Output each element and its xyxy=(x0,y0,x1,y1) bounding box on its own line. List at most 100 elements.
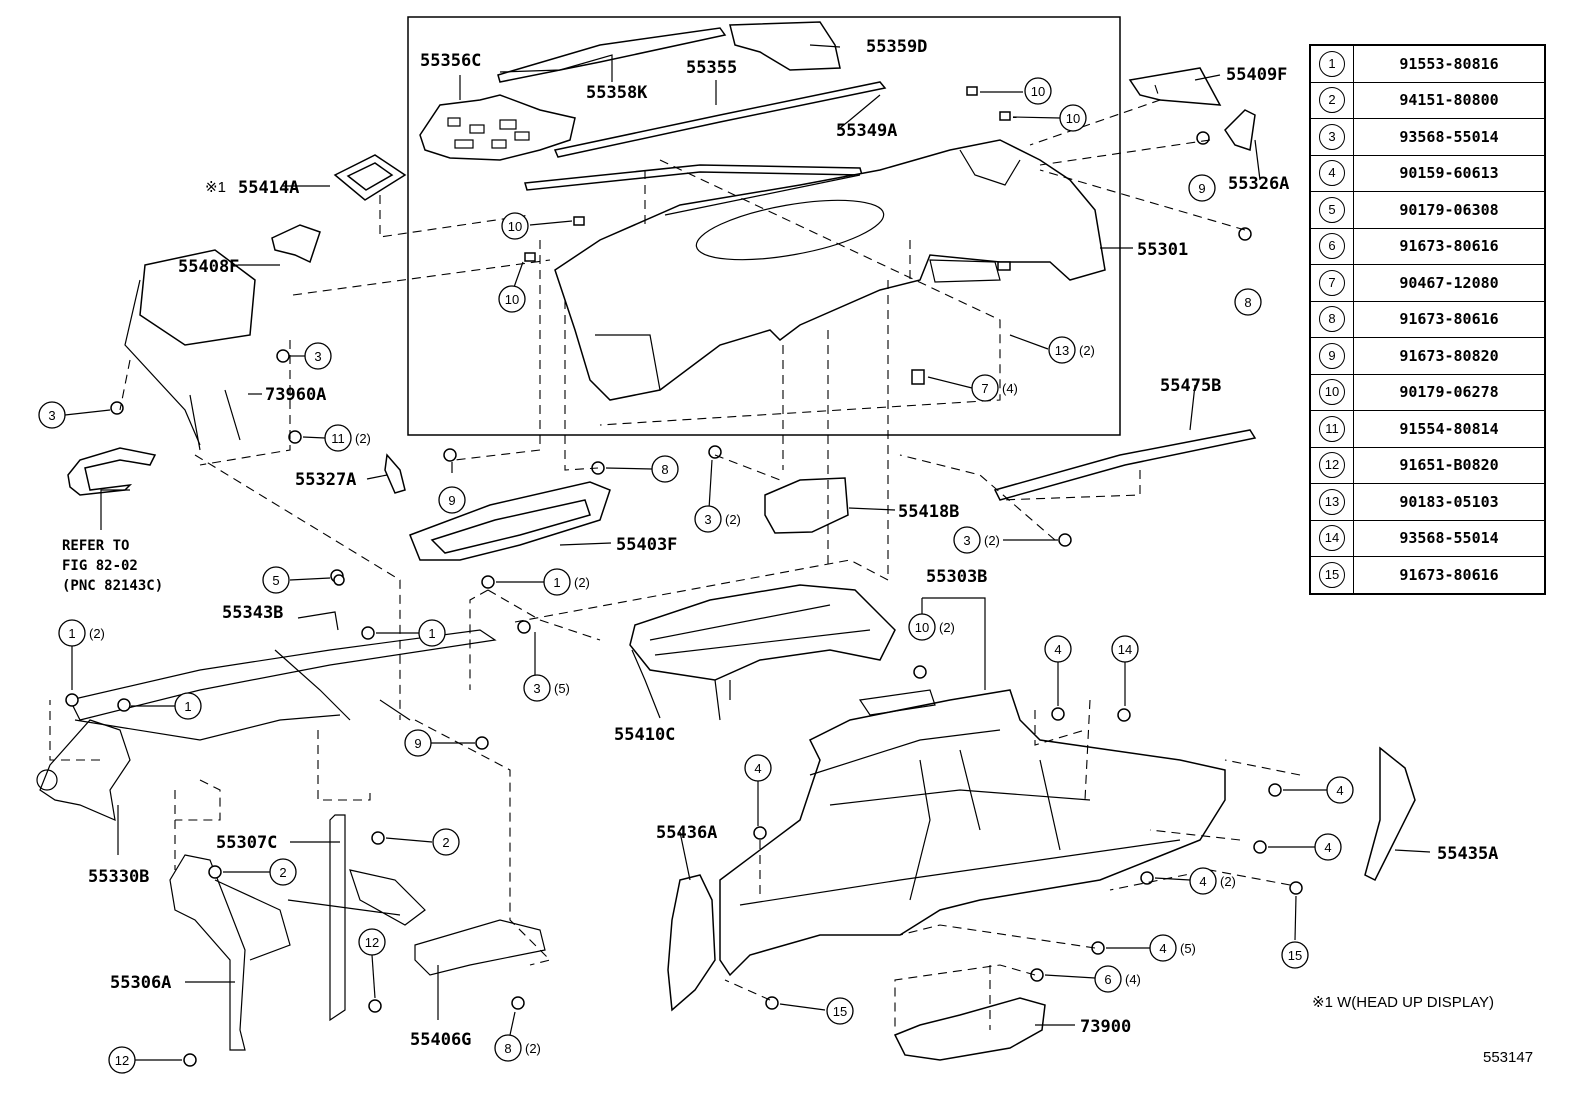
part-55326a-shape xyxy=(1224,109,1256,151)
callout-8: 8(2) xyxy=(494,1034,541,1062)
svg-text:7: 7 xyxy=(981,381,988,396)
part-number-labels: 55356C 55359D 55358K 55355 55349A 55409F… xyxy=(88,37,1498,1050)
callout-10: 10 xyxy=(498,285,526,313)
part-73960a-shape xyxy=(124,249,256,451)
callout-1: 1 xyxy=(174,692,202,720)
part-55356c-shape xyxy=(419,94,576,161)
callout-3: 3(2) xyxy=(694,505,741,533)
svg-text:10: 10 xyxy=(1031,84,1045,99)
fastener-part-number: 90159-60613 xyxy=(1353,154,1546,192)
fastener-part-number: 93568-55014 xyxy=(1353,519,1546,557)
callout-8: 8 xyxy=(651,455,679,483)
svg-text:12: 12 xyxy=(115,1053,129,1068)
callout-7: 7 (4) xyxy=(971,374,1018,402)
svg-text:8: 8 xyxy=(661,462,668,477)
callout-10: 10 xyxy=(1059,104,1087,132)
callout-6: 6(4) xyxy=(1094,965,1141,993)
svg-text:14: 14 xyxy=(1118,642,1132,657)
fastener-index: 10 xyxy=(1309,373,1354,411)
fastener-index-circle: 6 xyxy=(1319,233,1345,260)
footnote: ※1 W(HEAD UP DISPLAY) xyxy=(1312,994,1494,1011)
fastener-index: 7 xyxy=(1309,264,1354,302)
callout-13: 13(2) xyxy=(1048,336,1095,364)
callout-4: 4 xyxy=(1044,635,1072,663)
svg-text:3: 3 xyxy=(533,681,540,696)
fastener-part-number: 90179-06308 xyxy=(1353,191,1546,229)
fastener-part-number: 91673-80616 xyxy=(1353,300,1546,338)
leader-lines xyxy=(64,44,1431,1061)
svg-text:(4): (4) xyxy=(1002,381,1018,396)
svg-text:(2): (2) xyxy=(525,1041,541,1056)
label-73900: 73900 xyxy=(1080,1017,1131,1037)
fastener-index: 12 xyxy=(1309,446,1354,484)
refer-note: REFER TO FIG 82-02 (PNC 82143C) xyxy=(62,538,163,594)
svg-text:(2): (2) xyxy=(725,512,741,527)
clip-10-shape xyxy=(999,111,1011,121)
fastener-row: 8 91673-80616 xyxy=(1309,300,1546,338)
fastener-index-circle: 15 xyxy=(1319,561,1345,588)
callout-4: 4(2) xyxy=(1189,867,1236,895)
part-55327a-shape xyxy=(384,453,406,494)
fastener-index-circle: 2 xyxy=(1319,87,1345,114)
svg-text:3: 3 xyxy=(314,349,321,364)
svg-text:11: 11 xyxy=(331,431,345,446)
fastener-index-circle: 4 xyxy=(1319,160,1345,187)
label-55306a: 55306A xyxy=(110,973,171,993)
svg-text:(2): (2) xyxy=(89,626,105,641)
fastener-index: 11 xyxy=(1309,410,1354,448)
refer-note-line1: REFER TO xyxy=(62,538,129,554)
callout-4: 4 xyxy=(744,754,772,782)
upper-panel-frame xyxy=(407,16,1121,436)
label-55435a: 55435A xyxy=(1437,844,1498,864)
svg-text:1: 1 xyxy=(68,626,75,641)
label-73960a: 73960A xyxy=(265,385,326,405)
part-55435a-shape xyxy=(1364,746,1416,882)
callout-15: 15 xyxy=(1281,941,1309,969)
label-55408f: 55408F xyxy=(178,257,239,277)
fastener-part-number: 91553-80816 xyxy=(1353,44,1546,83)
svg-text:2: 2 xyxy=(442,835,449,850)
fastener-index: 3 xyxy=(1309,118,1354,156)
fastener-part-number: 90467-12080 xyxy=(1353,264,1546,302)
svg-text:(2): (2) xyxy=(1220,874,1236,889)
callout-5: 5 xyxy=(262,566,290,594)
callout-4: 4 xyxy=(1326,776,1354,804)
refer-note-line2: FIG 82-02 xyxy=(62,558,138,574)
label-55356c: 55356C xyxy=(420,51,481,71)
figure-id: 553147 xyxy=(1483,1049,1533,1066)
label-55406g: 55406G xyxy=(410,1030,471,1050)
callout-9: 9 xyxy=(438,486,466,514)
fastener-index-circle: 12 xyxy=(1319,452,1345,479)
fastener-index: 6 xyxy=(1309,227,1354,265)
label-55414a-mark: ※1 xyxy=(205,179,226,196)
part-73900-shape xyxy=(893,997,1046,1061)
fastener-index-circle: 8 xyxy=(1319,306,1345,333)
svg-text:1: 1 xyxy=(428,626,435,641)
svg-text:4: 4 xyxy=(754,761,761,776)
part-55436a-shape xyxy=(667,874,716,1012)
callout-15: 15 xyxy=(826,997,854,1025)
fastener-row: 4 90159-60613 xyxy=(1309,154,1546,192)
label-55414a: 55414A xyxy=(238,178,299,198)
fastener-index-circle: 13 xyxy=(1319,488,1345,515)
part-55406g-shape xyxy=(414,919,546,976)
callouts: 10 10 10 10 9 8 3 3 11(2) 13(2) 7(4) 9 8… xyxy=(38,77,1354,1074)
part-55410c-shape xyxy=(629,584,896,721)
callout-4: 4 xyxy=(1314,833,1342,861)
svg-text:(4): (4) xyxy=(1125,972,1141,987)
clip-13-shape xyxy=(997,261,1011,271)
svg-text:12: 12 xyxy=(365,935,379,950)
fastener-index-circle: 14 xyxy=(1319,525,1345,552)
callout-8: 8 xyxy=(1234,288,1262,316)
callout-14: 14 xyxy=(1111,635,1139,663)
svg-text:8: 8 xyxy=(1244,295,1251,310)
part-55307c-shape xyxy=(287,814,426,1022)
callout-1: 1 xyxy=(418,619,446,647)
fastener-part-number: 91673-80820 xyxy=(1353,337,1546,375)
